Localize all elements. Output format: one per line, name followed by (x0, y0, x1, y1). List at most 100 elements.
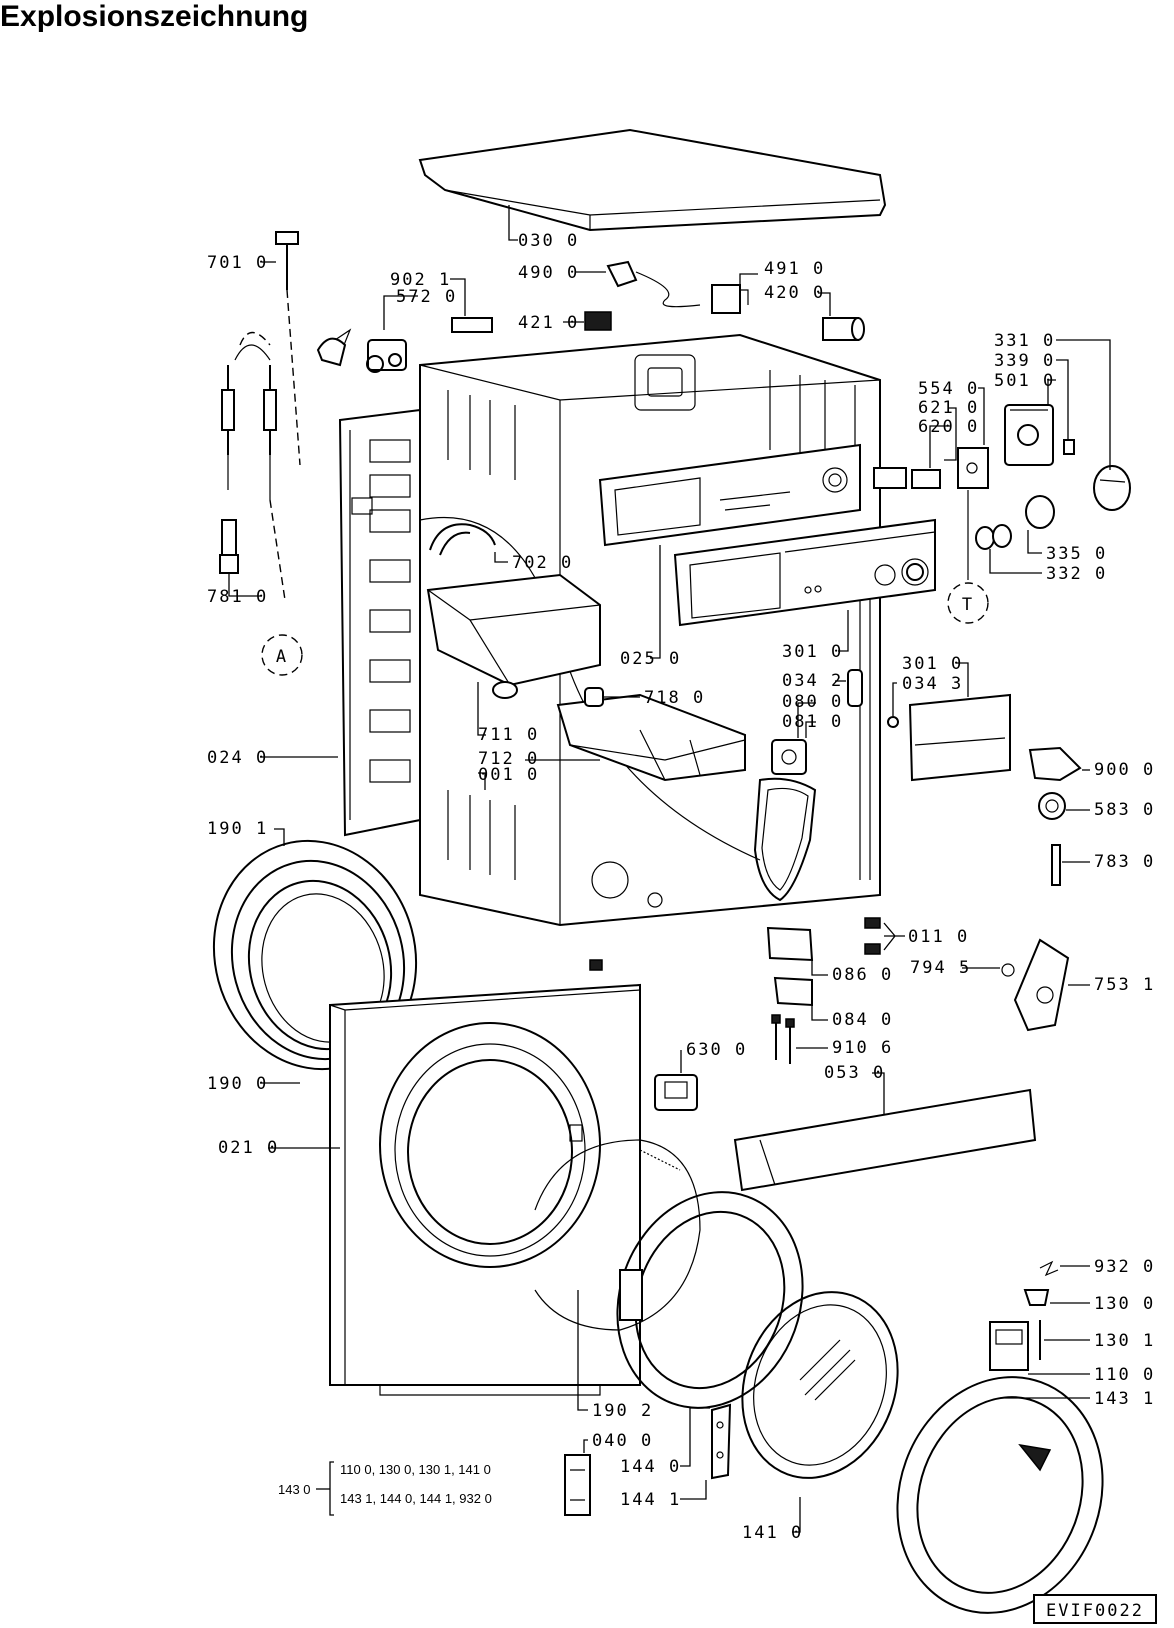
front-panel-part (329, 983, 641, 1396)
callout-630-0: 630 0 (686, 1040, 747, 1060)
callout-910-6: 910 6 (832, 1038, 893, 1058)
callout-T: T (962, 595, 974, 615)
detergent-drawer-part (556, 693, 746, 782)
detergent-drawer-housing-part (426, 573, 601, 699)
callout-130-1: 130 1 (1094, 1331, 1155, 1351)
callout-021-0: 021 0 (218, 1138, 279, 1158)
siphon-part (584, 687, 604, 707)
doc-code-box: EVIF0022 (1033, 1594, 1157, 1624)
power-cable-part (606, 260, 701, 308)
dispenser-hose-part (429, 523, 496, 556)
callout-331-0: 331 0 (994, 331, 1055, 351)
pressure-sensor-part (1038, 792, 1066, 820)
door-seal-outline-part (534, 1139, 701, 1411)
hinge-part (711, 1403, 732, 1480)
callout-583-0: 583 0 (1094, 800, 1155, 820)
door-catch-part (989, 1321, 1029, 1371)
door-switch-part (654, 1074, 698, 1111)
callout-332-0: 332 0 (1046, 564, 1107, 584)
switch-block-part (873, 467, 941, 489)
callout-034-2: 034 2 (782, 671, 843, 691)
door-outer-ring-part (896, 1376, 1104, 1614)
handle-part (1023, 1289, 1050, 1306)
kit-line-2: 143 1, 144 0, 144 1, 932 0 (340, 1491, 492, 1506)
top-lid-part (418, 128, 887, 232)
coupling-part (771, 739, 807, 775)
programmer-knob-part (1093, 465, 1131, 511)
o-ring-part (1001, 963, 1015, 977)
foot-part (589, 917, 881, 971)
callout-711-0: 711 0 (478, 725, 539, 745)
callout-144-1: 144 1 (620, 1490, 681, 1510)
callout-144-0: 144 0 (620, 1457, 681, 1477)
pin-part (1051, 844, 1061, 886)
callout-554-0: 554 0 (918, 379, 979, 399)
callout-084-0: 084 0 (832, 1010, 893, 1030)
programmer-part (1004, 404, 1054, 466)
callout-025-0: 025 0 (620, 649, 681, 669)
hose-connector-part (847, 669, 863, 707)
callout-781-0: 781 0 (207, 587, 268, 607)
latch-part (564, 1454, 591, 1516)
pressure-switch-part (584, 311, 612, 331)
capacitor-part (822, 317, 865, 341)
callout-900-0: 900 0 (1094, 760, 1155, 780)
callout-501-0: 501 0 (994, 371, 1055, 391)
callout-702-0: 702 0 (512, 553, 573, 573)
callout-030-0: 030 0 (518, 231, 579, 251)
callout-034-3: 034 3 (902, 674, 963, 694)
callout-190-0: 190 0 (207, 1074, 268, 1094)
bracket-part (766, 926, 814, 962)
callout-490-0: 490 0 (518, 263, 579, 283)
callout-421-0: 421 0 (518, 313, 579, 333)
clip-part (773, 976, 813, 1007)
callout-143-1: 143 1 (1094, 1389, 1155, 1409)
door-spring-part (639, 1149, 681, 1171)
service-flap-part (908, 693, 1011, 782)
callout-572-0: 572 0 (396, 287, 457, 307)
seal-part (753, 777, 817, 902)
clamp-part (451, 317, 493, 333)
callout-190-2: 190 2 (592, 1401, 653, 1421)
callout-011-0: 011 0 (908, 927, 969, 947)
callout-420-0: 420 0 (764, 283, 825, 303)
kit-line-1: 110 0, 130 0, 130 1, 141 0 (340, 1462, 491, 1477)
callout-080-0: 080 0 (782, 692, 843, 712)
callout-753-1: 753 1 (1094, 975, 1155, 995)
callout-620-0: 620 0 (918, 417, 979, 437)
callout-053-0: 053 0 (824, 1063, 885, 1083)
control-panel-part (673, 518, 936, 627)
bush-part (887, 716, 899, 728)
callout-040-0: 040 0 (592, 1431, 653, 1451)
inlet-hose-part (219, 231, 301, 601)
inlet-valve-part (334, 328, 407, 373)
control-board-part (598, 443, 861, 547)
callout-718-0: 718 0 (644, 688, 705, 708)
selector-switch-part (957, 447, 989, 489)
door-frame-inner-part (616, 1191, 804, 1409)
callout-491-0: 491 0 (764, 259, 825, 279)
plinth-part (733, 1088, 1037, 1192)
callout-024-0: 024 0 (207, 748, 268, 768)
knob-part (975, 495, 1055, 550)
callout-110-0: 110 0 (1094, 1365, 1155, 1385)
kit-label: 143 0 (278, 1482, 311, 1497)
screw-part (771, 1014, 795, 1064)
doc-code: EVIF0022 (1046, 1601, 1144, 1621)
callout-190-1: 190 1 (207, 819, 268, 839)
callout-712-0: 712 0 (478, 749, 539, 769)
callout-794-5: 794 5 (910, 958, 971, 978)
drain-pump-part (1013, 938, 1070, 1032)
callout-932-0: 932 0 (1094, 1257, 1155, 1277)
door-glass-part (741, 1291, 899, 1479)
door-lock-part (1028, 746, 1082, 782)
callout-301-0b: 301 0 (902, 654, 963, 674)
callout-783-0: 783 0 (1094, 852, 1155, 872)
callout-339-0: 339 0 (994, 351, 1055, 371)
callout-621-0: 621 0 (918, 398, 979, 418)
callout-001-0: 001 0 (478, 765, 539, 785)
spring-clip-part (1039, 1260, 1059, 1277)
hose-bracket-part (316, 337, 347, 367)
suppressor-part (711, 284, 749, 314)
